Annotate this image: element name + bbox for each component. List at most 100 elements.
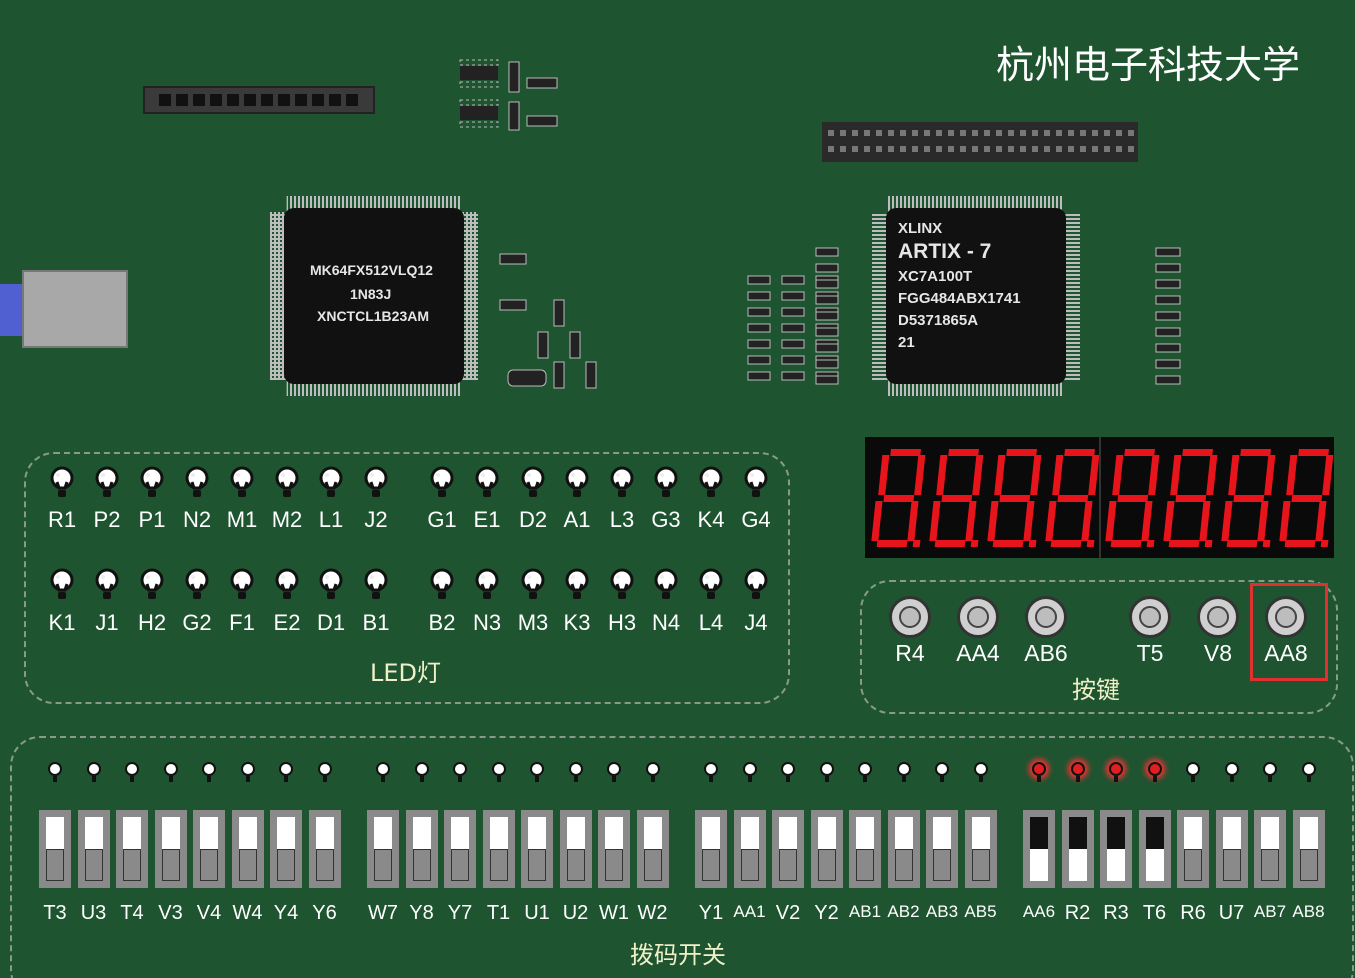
led-g1 bbox=[430, 466, 454, 497]
switch-knob[interactable] bbox=[894, 849, 913, 881]
push-button-r4[interactable] bbox=[889, 596, 931, 638]
push-button-aa4[interactable] bbox=[957, 596, 999, 638]
switch-panel bbox=[10, 736, 1354, 978]
switch-label: Y7 bbox=[447, 902, 473, 924]
button-label: R4 bbox=[895, 640, 925, 666]
led-m1 bbox=[230, 466, 254, 497]
digit bbox=[871, 449, 926, 547]
dip-switch-w7[interactable] bbox=[367, 810, 399, 888]
switch-knob[interactable] bbox=[200, 849, 218, 881]
led-label: P2 bbox=[93, 507, 121, 532]
dip-switch-u7[interactable] bbox=[1215, 810, 1248, 888]
dip-switch-r6[interactable] bbox=[1177, 810, 1209, 888]
switch-label: AB2 bbox=[887, 902, 920, 921]
switch-knob[interactable] bbox=[1222, 849, 1241, 881]
dip-switch-y6[interactable] bbox=[308, 810, 341, 888]
switch-knob[interactable] bbox=[412, 849, 431, 881]
switch-label: W7 bbox=[368, 902, 398, 924]
dip-switch-v4[interactable] bbox=[193, 810, 225, 888]
led-k1 bbox=[50, 568, 74, 599]
led-g2 bbox=[185, 568, 209, 599]
dip-switch-w4[interactable] bbox=[231, 810, 264, 888]
dip-switch-r2[interactable] bbox=[1061, 810, 1094, 888]
dip-switch-ab7[interactable] bbox=[1254, 810, 1286, 888]
switch-label: AB8 bbox=[1292, 902, 1325, 921]
dip-switch-aa1[interactable] bbox=[733, 810, 766, 888]
dip-switch-y8[interactable] bbox=[405, 810, 438, 888]
led-h3 bbox=[610, 568, 634, 599]
dip-switch-y7[interactable] bbox=[444, 810, 476, 888]
switch-knob[interactable] bbox=[1030, 817, 1048, 849]
push-button-ab6[interactable] bbox=[1025, 596, 1067, 638]
dip-switch-t4[interactable] bbox=[116, 810, 148, 888]
push-button-aa8[interactable] bbox=[1265, 596, 1307, 638]
dip-switch-t3[interactable] bbox=[39, 810, 71, 888]
led-n3 bbox=[475, 568, 499, 599]
switch-knob[interactable] bbox=[1261, 849, 1279, 881]
switch-knob[interactable] bbox=[817, 849, 836, 881]
switch-knob[interactable] bbox=[566, 849, 585, 881]
led-l3 bbox=[610, 466, 634, 497]
switch-led bbox=[279, 762, 293, 782]
led-j4 bbox=[744, 568, 768, 599]
dip-switch-r3[interactable] bbox=[1100, 810, 1132, 888]
dip-switch-u2[interactable] bbox=[559, 810, 592, 888]
dip-switch-y1[interactable] bbox=[695, 810, 727, 888]
dip-switch-ab5[interactable] bbox=[964, 810, 997, 888]
switch-led bbox=[202, 762, 216, 782]
switch-knob[interactable] bbox=[1107, 817, 1125, 849]
switch-knob[interactable] bbox=[1299, 849, 1318, 881]
switch-knob[interactable] bbox=[315, 849, 334, 881]
switch-knob[interactable] bbox=[971, 849, 990, 881]
dip-switch-w2[interactable] bbox=[636, 810, 669, 888]
switch-knob[interactable] bbox=[528, 849, 546, 881]
push-button-t5[interactable] bbox=[1129, 596, 1171, 638]
switch-knob[interactable] bbox=[123, 849, 141, 881]
switch-knob[interactable] bbox=[84, 849, 103, 881]
dip-switch-u1[interactable] bbox=[521, 810, 553, 888]
switch-label: AA1 bbox=[733, 902, 766, 921]
dip-switch-ab1[interactable] bbox=[849, 810, 881, 888]
dip-switch-y2[interactable] bbox=[810, 810, 843, 888]
switch-knob[interactable] bbox=[1145, 817, 1164, 849]
switch-knob[interactable] bbox=[374, 849, 392, 881]
switch-knob[interactable] bbox=[489, 849, 508, 881]
switch-knob[interactable] bbox=[702, 849, 720, 881]
push-button-v8[interactable] bbox=[1197, 596, 1239, 638]
dip-switch-aa6[interactable] bbox=[1023, 810, 1055, 888]
switch-led bbox=[973, 762, 988, 782]
switch-led bbox=[858, 762, 872, 782]
dip-switch-v2[interactable] bbox=[772, 810, 804, 888]
dip-switch-y4[interactable] bbox=[270, 810, 302, 888]
dip-switch-v3[interactable] bbox=[154, 810, 187, 888]
dip-switch-ab3[interactable] bbox=[926, 810, 958, 888]
switch-knob[interactable] bbox=[605, 849, 623, 881]
dip-switch-u3[interactable] bbox=[77, 810, 110, 888]
switch-knob[interactable] bbox=[1184, 849, 1202, 881]
led-label: N4 bbox=[651, 610, 681, 635]
switch-knob[interactable] bbox=[933, 849, 951, 881]
switch-knob[interactable] bbox=[643, 849, 662, 881]
switch-label: AB3 bbox=[925, 902, 959, 921]
switch-led bbox=[819, 762, 834, 782]
led-j1 bbox=[95, 568, 119, 599]
switch-knob[interactable] bbox=[277, 849, 295, 881]
switch-knob[interactable] bbox=[451, 849, 469, 881]
switch-knob[interactable] bbox=[856, 849, 874, 881]
switch-knob[interactable] bbox=[1068, 817, 1087, 849]
dip-switch-ab2[interactable] bbox=[887, 810, 920, 888]
fpga-package: FGG484ABX1741 bbox=[898, 290, 1021, 307]
switch-led bbox=[453, 762, 467, 782]
switch-knob[interactable] bbox=[161, 849, 180, 881]
led-label: M1 bbox=[226, 507, 258, 532]
fpga-lot: D5371865A bbox=[898, 312, 979, 329]
switch-knob[interactable] bbox=[46, 849, 64, 881]
switch-knob[interactable] bbox=[740, 849, 759, 881]
dip-switch-w1[interactable] bbox=[598, 810, 630, 888]
dip-switch-t6[interactable] bbox=[1138, 810, 1171, 888]
switch-knob[interactable] bbox=[238, 849, 257, 881]
led-m3 bbox=[521, 568, 545, 599]
dip-switch-ab8[interactable] bbox=[1292, 810, 1325, 888]
switch-knob[interactable] bbox=[779, 849, 797, 881]
dip-switch-t1[interactable] bbox=[482, 810, 515, 888]
